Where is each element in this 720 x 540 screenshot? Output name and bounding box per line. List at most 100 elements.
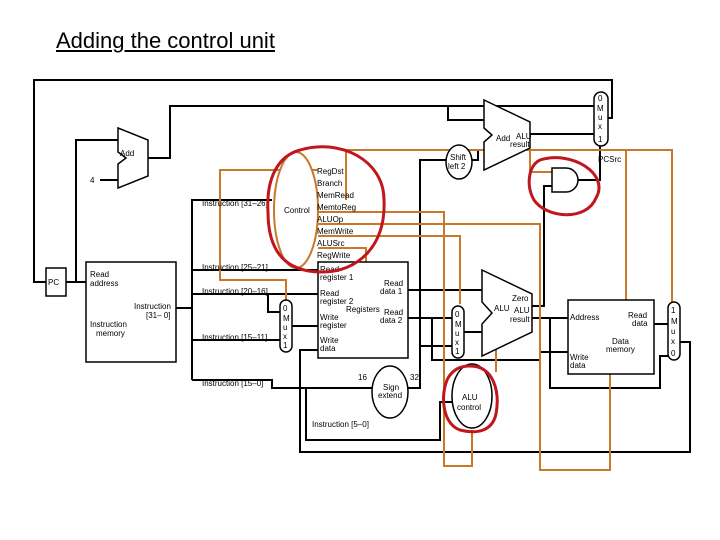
dmem-write-data-2: data [570,361,586,370]
reg-read-reg2-1: Read [320,289,339,298]
main-alu-zero: Zero [512,294,529,303]
branch-and-gate [551,167,579,193]
field-25-21-label: Instruction [25–21] [202,263,268,272]
dmem-name-1: Data [612,337,629,346]
instr-20-16-mux-wire [267,294,280,313]
sign-extend-label-1: Sign [383,383,399,392]
instruction-bus [176,307,193,380]
signal-branch: Branch [317,179,342,188]
pc-mux-1: 1 [598,135,603,144]
constant-four: 4 [90,176,95,185]
imem-read-address-1: Read [90,270,109,279]
reg-read-data2-1: Read [384,308,403,317]
signal-alusrc: ALUSrc [317,239,345,248]
imem-instruction-1: Instruction [134,302,171,311]
reg-read-data1-2: data 1 [380,287,403,296]
writeback-mux [667,301,681,361]
regdst-mux-m: M [283,314,290,323]
signal-memread: MemRead [317,191,354,200]
alusrc-mux-0: 0 [455,310,460,319]
reg-read-reg1-2: register 1 [320,273,354,282]
add-to-branch-adder-wire [447,106,484,121]
alusrc-mux-x: x [455,338,459,347]
instruction-memory [85,261,177,363]
imem-instruction-2: [31– 0] [146,311,170,320]
pc-adder [117,126,149,190]
regdst-control-wire [219,169,318,300]
regdst-mux [279,299,293,353]
sign-extend-out-bits: 32 [410,373,419,382]
regdst-mux-0: 0 [283,304,288,313]
signal-regwrite: RegWrite [317,251,351,260]
dmem-name-2: memory [606,345,635,354]
reg-read-reg2-2: register 2 [320,297,354,306]
alusrc-control-wire [318,235,461,304]
branch-adder [483,98,531,172]
slide-title: Adding the control unit [56,28,275,53]
sign-extend-out-wire [408,345,452,389]
regdst-mux-u: u [283,323,287,332]
wb-mux-u: u [671,327,675,336]
main-alu-result: result [510,315,530,324]
pcsrc-label: PCSrc [598,155,621,164]
highlight-alu-control [442,364,499,434]
dmem-read-data-1: Read [628,311,647,320]
field-20-16-label: Instruction [20–16] [202,287,268,296]
signal-memwrite: MemWrite [317,227,354,236]
data-wires [33,79,691,453]
reg-read-data1-1: Read [384,279,403,288]
zero-wire [532,185,552,307]
main-alu-label-2: ALU [514,306,530,315]
pc-label: PC [48,278,59,287]
alu-control-label-1: ALU [462,393,478,402]
alu-control [451,363,493,429]
shift-left-2 [445,144,473,180]
data-memory [567,299,655,375]
dmem-address: Address [570,313,599,322]
signal-memtoreg: MemtoReg [317,203,356,212]
instr-31-26-wire [191,199,272,308]
dmem-write-data-1: Write [570,353,589,362]
sign-extend-label-2: extend [378,391,402,400]
imem-name-1: Instruction [90,320,127,329]
imem-read-address-2: address [90,279,118,288]
reg-write-data-2: data [320,344,336,353]
writeback-wire [299,341,691,453]
alusrc-mux-m: M [455,320,462,329]
instr-15-0-wire [192,379,372,389]
wb-mux-x: x [671,337,675,346]
pc-register [45,267,67,297]
register-file [317,261,409,359]
shift-label-1: Shift [450,153,467,162]
highlight-control [266,145,386,274]
sign-extend-in-bits: 16 [358,373,367,382]
signal-regdst: RegDst [317,167,344,176]
field-15-11-label: Instruction [15–11] [202,333,267,342]
highlight-annotations [266,145,601,434]
highlight-and-gate [527,156,601,217]
reg-write-data-1: Write [320,336,339,345]
wb-mux-m: M [671,317,678,326]
add-out-wire [148,105,594,159]
pc-mux-x: x [598,122,602,131]
branch-adder-add: Add [496,134,510,143]
aluop-control-wire [318,211,473,467]
control-signal-labels: RegDst Branch MemRead MemtoReg ALUOp Mem… [317,167,356,260]
reg-write-reg-2: register [320,321,347,330]
alusrc-mux-1: 1 [455,347,460,356]
shift-label-2: left 2 [448,162,466,171]
regdst-mux-x: x [283,332,287,341]
regdst-mux-1: 1 [283,341,288,350]
field-5-0-label: Instruction [5–0] [312,420,369,429]
signal-aluop: ALUOp [317,215,344,224]
reg-read-data2-2: data 2 [380,316,403,325]
pc-to-add-wire [75,139,118,282]
field-15-0-label: Instruction [15–0] [202,379,263,388]
dmem-read-data-2: data [632,319,648,328]
wb-mux-0: 0 [671,349,676,358]
sign-extend-to-shift-wire [419,159,446,346]
memwrite-control-wire [318,223,611,471]
alusrc-mux [451,305,465,359]
pc-loop-wire [33,79,613,283]
pc-mux-0: 0 [598,94,603,103]
